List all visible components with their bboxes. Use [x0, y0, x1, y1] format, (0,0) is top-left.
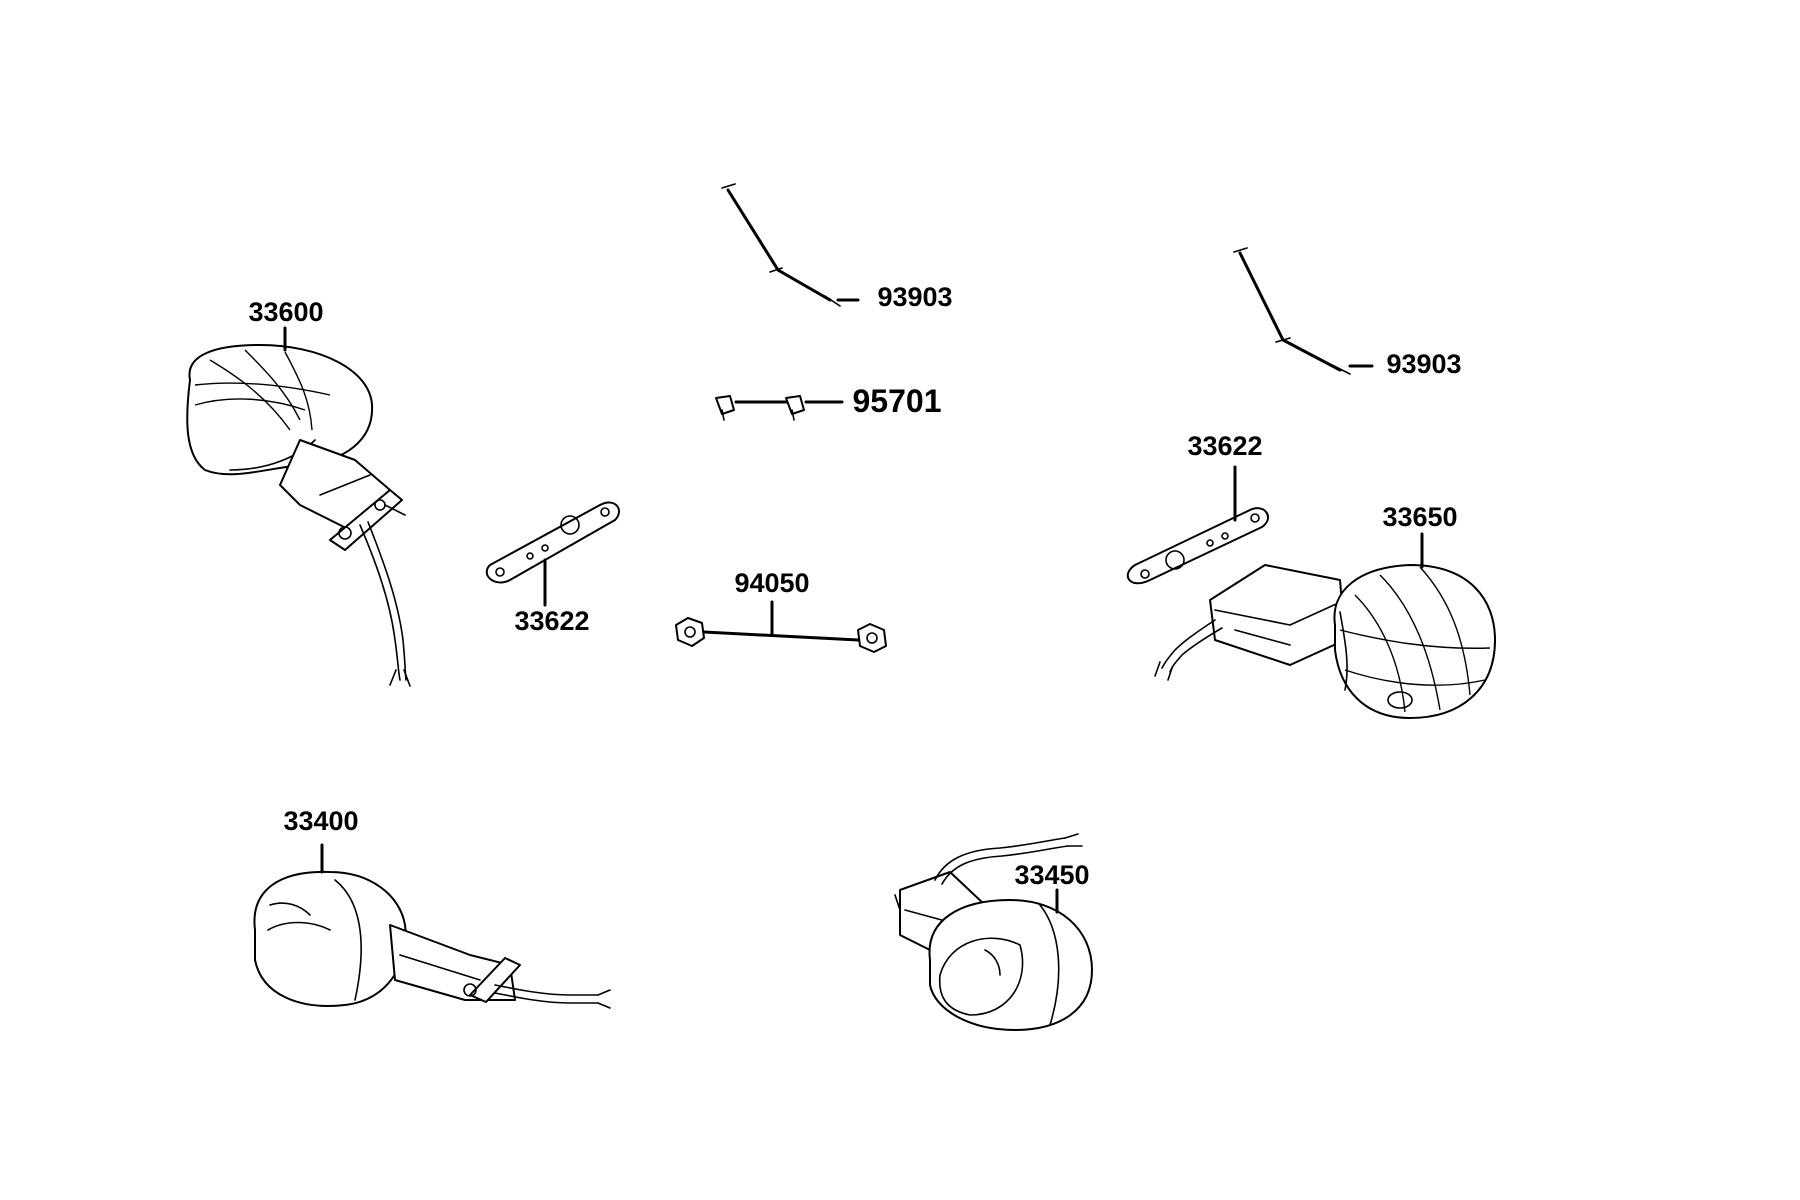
- part-label-33600: 33600: [248, 297, 323, 327]
- part-label-33622-a: 33622: [514, 606, 589, 636]
- part-label-93903-b: 93903: [1386, 349, 1461, 379]
- bolt-icon[interactable]: [715, 395, 805, 421]
- part-label-33450: 33450: [1014, 860, 1089, 890]
- part-label-95701: 95701: [853, 383, 942, 419]
- turn-signal-front-left-icon[interactable]: [186, 344, 411, 687]
- wire-clamp-icon[interactable]: [1233, 247, 1351, 375]
- part-label-33622-b: 33622: [1187, 431, 1262, 461]
- turn-signal-rear-left-icon[interactable]: [253, 870, 611, 1009]
- part-label-94050: 94050: [734, 568, 809, 598]
- turn-signal-front-right-icon[interactable]: [1154, 564, 1496, 719]
- part-label-33400: 33400: [283, 806, 358, 836]
- bracket-plate-icon[interactable]: [1126, 507, 1269, 585]
- bracket-plate-icon[interactable]: [485, 501, 620, 584]
- part-label-93903-a: 93903: [877, 282, 952, 312]
- turn-signal-rear-right-icon[interactable]: [894, 833, 1093, 1031]
- part-label-33650: 33650: [1382, 502, 1457, 532]
- nut-icon[interactable]: [675, 617, 887, 653]
- wire-clamp-icon[interactable]: [721, 183, 841, 307]
